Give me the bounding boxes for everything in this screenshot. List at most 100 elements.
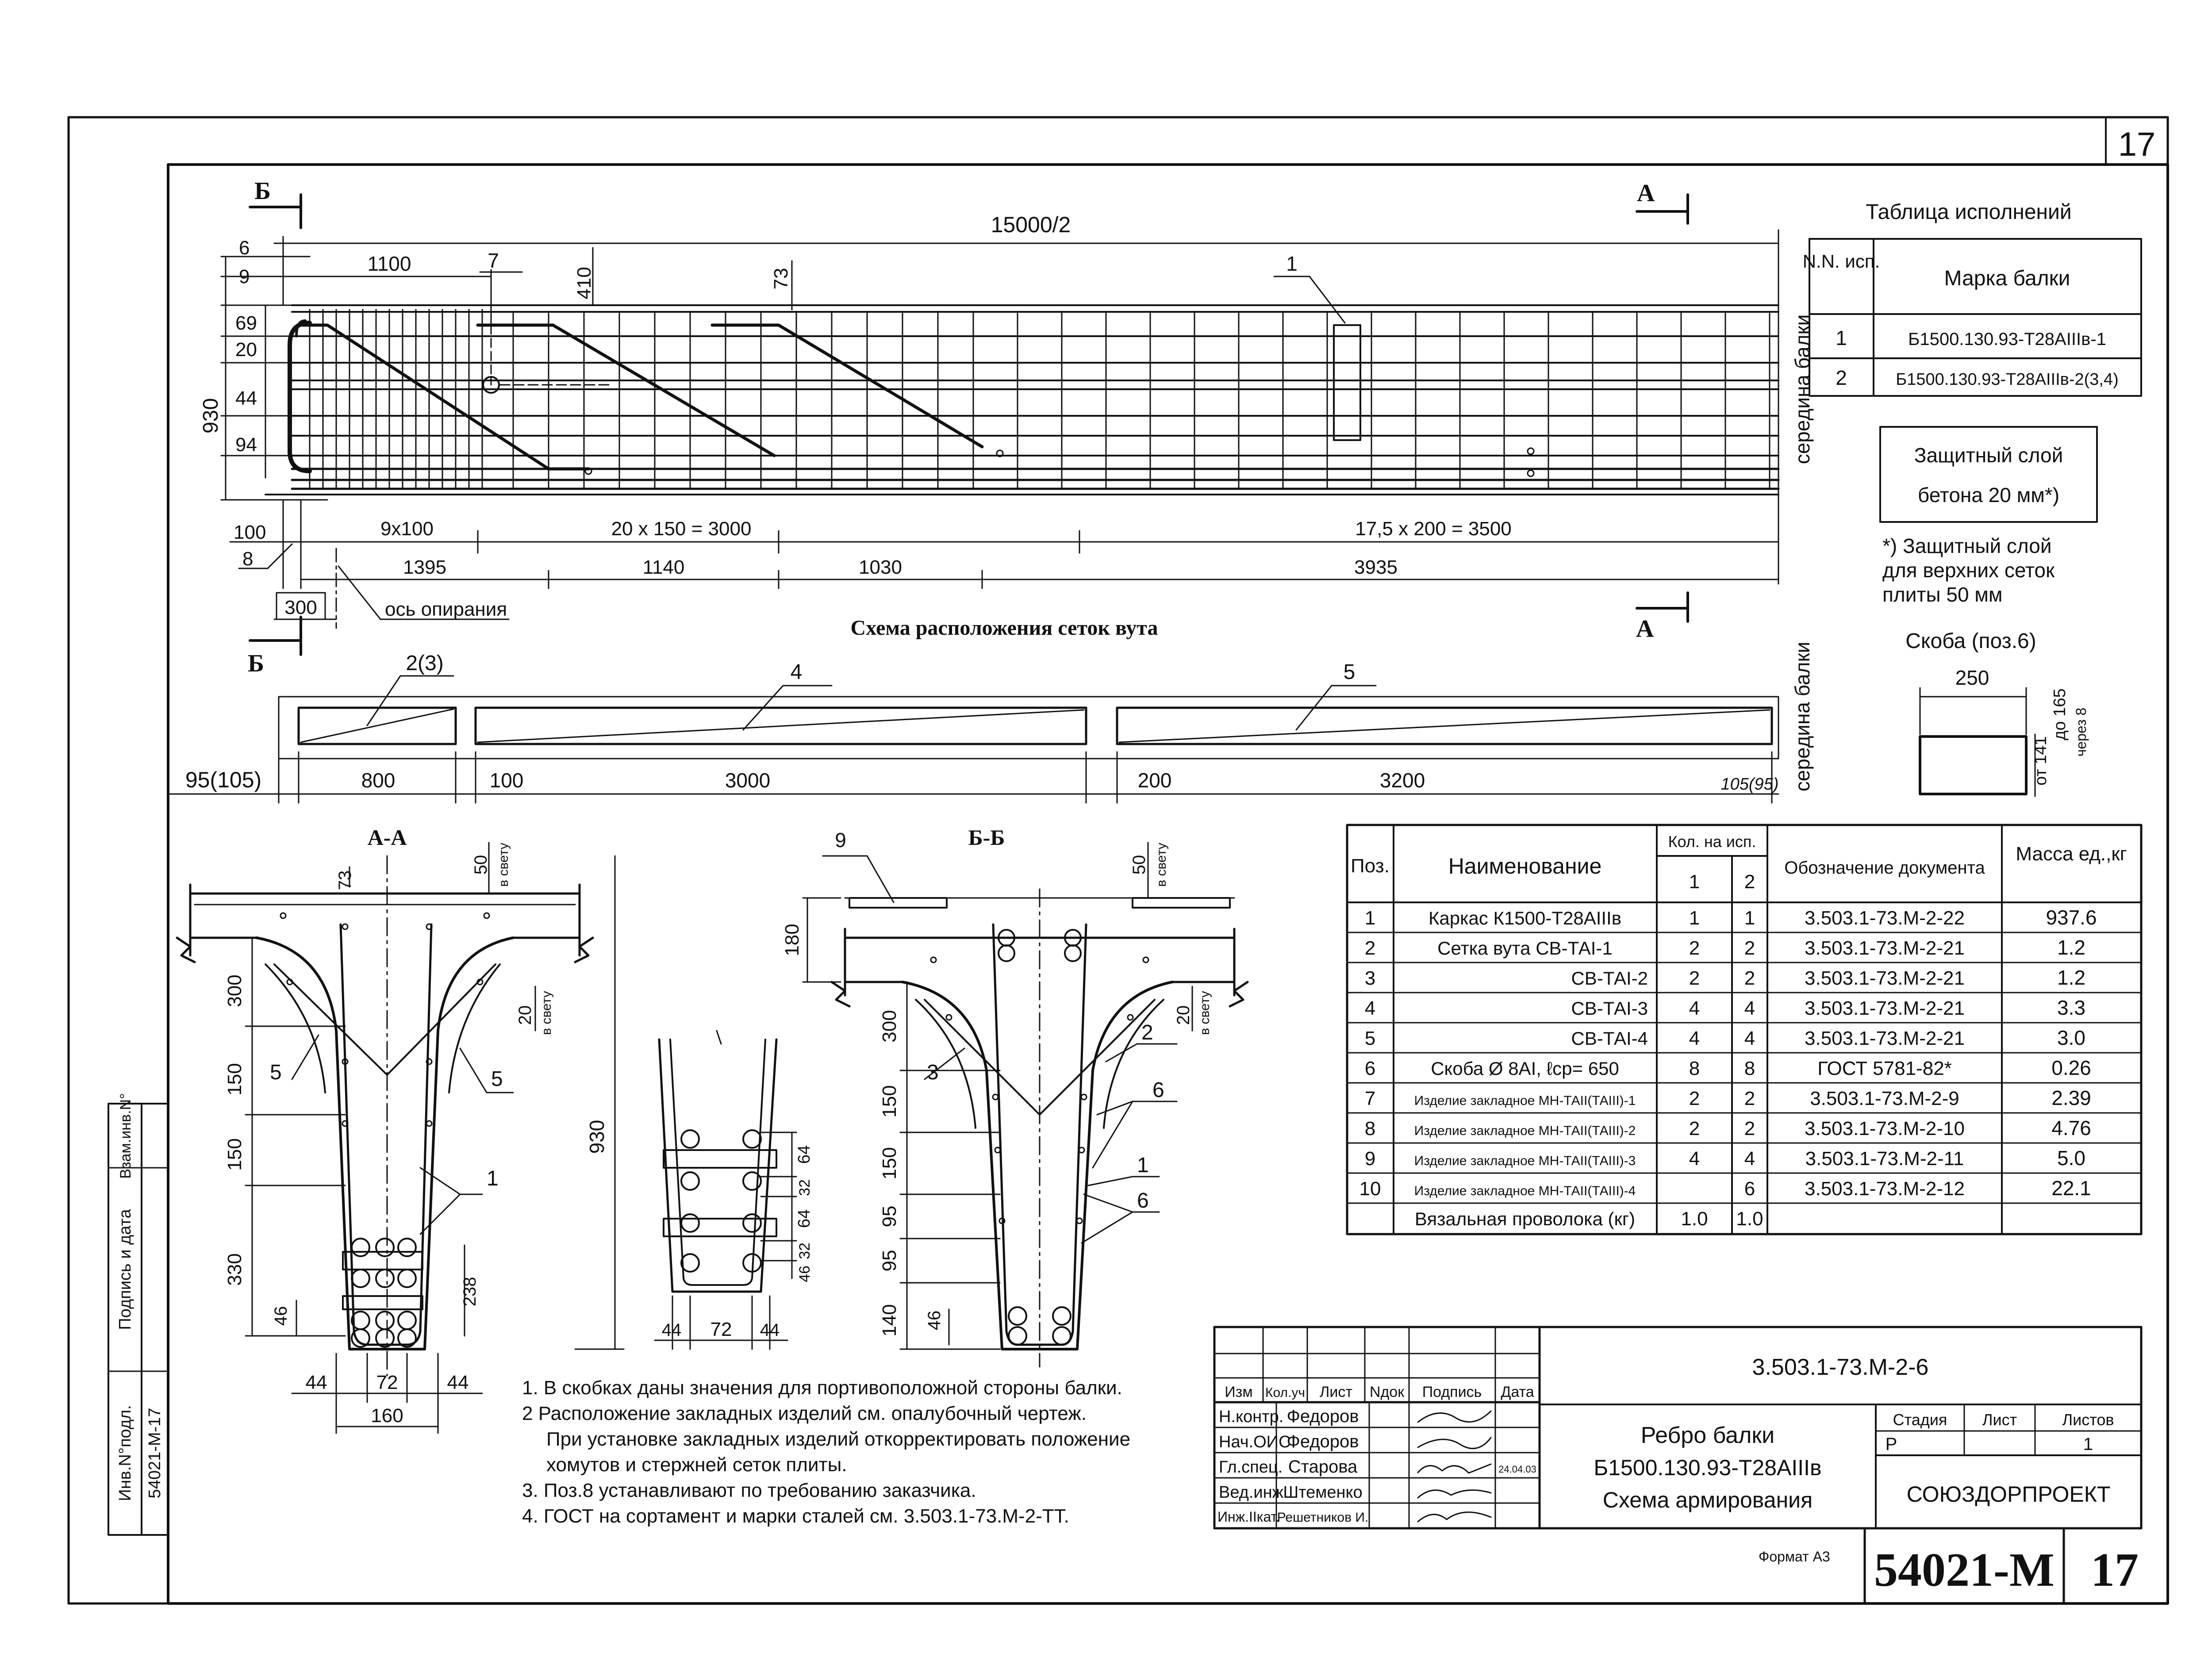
stamp-label-replace: Взам.инв.N° bbox=[117, 1093, 134, 1178]
bb-dim-300: 300 bbox=[879, 1010, 900, 1042]
aa-label-5-left: 5 bbox=[270, 1061, 282, 1084]
spec-cell-q2: 8 bbox=[1744, 1058, 1755, 1079]
tb-role-5: Инж.IIкат. bbox=[1217, 1509, 1280, 1525]
dim-spacing-3: 17,5 x 200 = 3500 bbox=[1355, 518, 1512, 540]
dim-left-6: 6 bbox=[239, 237, 250, 259]
bracket-detail: Скоба (поз.6) 250 от 141 до 165 через 8 bbox=[1905, 629, 2089, 797]
bb-label-3: 3 bbox=[927, 1061, 939, 1084]
tb-header-date: Дата bbox=[1501, 1384, 1534, 1400]
variants-col-no: N.N. исп. bbox=[1803, 251, 1880, 272]
spec-cell-q1: 2 bbox=[1689, 937, 1700, 959]
spec-cell-mass: 3.3 bbox=[2057, 996, 2085, 1019]
tb-name-2: Федоров bbox=[1286, 1432, 1359, 1451]
detail-dim-64-a: 64 bbox=[795, 1145, 814, 1164]
spec-cell-name: Сетка вута СВ-ТАI-1 bbox=[1437, 938, 1613, 959]
sheet-frame bbox=[67, 116, 2169, 1605]
mesh-label-5: 5 bbox=[1344, 660, 1356, 684]
tb-name-5: Решетников И. bbox=[1277, 1510, 1369, 1525]
sheet-number-corner: 17 bbox=[2118, 126, 2156, 163]
spec-cell-pos: 9 bbox=[1365, 1148, 1375, 1170]
spec-cell-q2: 2 bbox=[1744, 967, 1755, 989]
bb-label-6-top: 6 bbox=[1152, 1078, 1164, 1102]
mesh-scheme-title: Схема расположения сеток вута bbox=[851, 616, 1158, 640]
title-block: Изм Кол.уч Лист Nдок Подпись Дата Н.конт… bbox=[1213, 1326, 2143, 1605]
spec-cell-name: Вязальная проволока (кг) bbox=[1415, 1208, 1635, 1229]
section-bb-title: Б-Б bbox=[968, 825, 1005, 850]
section-mark-b-bottom: Б bbox=[248, 650, 264, 677]
dim-seg-3935: 3935 bbox=[1354, 556, 1398, 578]
variants-row-1-no: 1 bbox=[1836, 326, 1847, 349]
spec-cell-doc: 3.503.1-73.М-2-12 bbox=[1805, 1178, 1965, 1200]
spec-cell-q1: 2 bbox=[1689, 967, 1700, 989]
beam-elevation: Б Б А А 15000/2 1100 410 73 7 1 bbox=[199, 177, 1814, 677]
note-2-cont-1: При установке закладных изделий откоррек… bbox=[546, 1428, 1130, 1450]
spec-cell-name: Изделие закладное МН-ТАII(ТАIII)-3 bbox=[1414, 1154, 1636, 1168]
section-mark-b-top: Б bbox=[254, 177, 271, 205]
aa-dim-72: 72 bbox=[376, 1372, 398, 1393]
note-2: 2 Расположение закладных изделий см. опа… bbox=[522, 1403, 1087, 1424]
mesh-dim-105-95: 105(95) bbox=[1721, 775, 1779, 794]
spec-cell-pos: 3 bbox=[1365, 967, 1375, 989]
label-pos-1: 1 bbox=[1286, 252, 1298, 275]
dim-bottom-100: 100 bbox=[234, 522, 266, 543]
tb-name-1: Федоров bbox=[1286, 1407, 1359, 1426]
bracket-title: Скоба (поз.6) bbox=[1905, 629, 2036, 653]
tb-stage-value: Р bbox=[1886, 1435, 1897, 1454]
variants-row-2-no: 2 bbox=[1836, 366, 1847, 389]
dim-left-9: 9 bbox=[239, 266, 250, 288]
spec-cell-doc: 3.503.1-73.М-2-21 bbox=[1805, 997, 1965, 1019]
aa-dim-930: 930 bbox=[585, 1120, 608, 1154]
spec-cell-name: Каркас К1500-Т28АIIIв bbox=[1429, 908, 1621, 928]
spec-cell-mass: 22.1 bbox=[2051, 1177, 2091, 1200]
aa-label-1: 1 bbox=[487, 1167, 499, 1190]
tb-sheet-number: 17 bbox=[2091, 1544, 2139, 1596]
dim-left-94: 94 bbox=[235, 434, 257, 456]
spec-cell-q1: 1.0 bbox=[1681, 1208, 1708, 1230]
dim-spacing-2: 20 x 150 = 3000 bbox=[611, 518, 752, 540]
stamp-inv-value: 54021-М-17 bbox=[146, 1408, 164, 1499]
midspan-label-elevation: середина балки bbox=[1791, 315, 1814, 464]
midspan-label-mesh: середина балки bbox=[1791, 642, 1814, 792]
general-notes: 1. В скобках даны значения для портивопо… bbox=[522, 1377, 1130, 1527]
stamp-label-inv: Инв.N°подл. bbox=[116, 1405, 134, 1501]
bb-dim-95-b: 95 bbox=[879, 1250, 900, 1272]
spec-header-doc: Обозначение документа bbox=[1784, 858, 1985, 878]
stamp-label-sign: Подпись и дата bbox=[116, 1208, 134, 1330]
dim-height-930: 930 bbox=[199, 398, 223, 433]
spec-header-pos: Поз. bbox=[1351, 855, 1390, 877]
bb-dim-150-a: 150 bbox=[879, 1085, 900, 1117]
spec-cell-doc: 3.503.1-73.М-2-11 bbox=[1805, 1148, 1964, 1170]
dim-spacing-1: 9x100 bbox=[380, 518, 434, 540]
spec-cell-q1: 4 bbox=[1689, 997, 1700, 1019]
spec-cell-mass: 2.39 bbox=[2051, 1086, 2091, 1109]
spec-cell-pos: 1 bbox=[1365, 907, 1375, 929]
bracket-width: 250 bbox=[1955, 666, 1989, 689]
label-pos-7: 7 bbox=[488, 249, 499, 272]
spec-cell-q2: 4 bbox=[1744, 997, 1755, 1019]
dim-left-20: 20 bbox=[235, 339, 257, 361]
aa-dim-20: 20 bbox=[515, 1005, 535, 1025]
spec-cell-q1: 2 bbox=[1689, 1088, 1700, 1109]
spec-cell-mass: 937.6 bbox=[2046, 906, 2097, 929]
tb-role-2: Нач.ОИС bbox=[1219, 1433, 1290, 1451]
aa-dim-50: 50 bbox=[471, 855, 491, 875]
spec-cell-q2: 1 bbox=[1744, 907, 1755, 929]
dim-seg-1140: 1140 bbox=[643, 556, 685, 578]
tb-header-izm: Изм bbox=[1225, 1384, 1252, 1400]
tb-date-mark: 24.04.03 bbox=[1498, 1464, 1536, 1475]
spec-cell-name: Изделие закладное МН-ТАII(ТАIII)-2 bbox=[1414, 1124, 1636, 1138]
spec-cell-mass: 1.2 bbox=[2057, 966, 2085, 989]
mesh-dim-200: 200 bbox=[1138, 769, 1172, 792]
dim-1100: 1100 bbox=[368, 252, 411, 275]
detail-dim-46: 46 bbox=[796, 1266, 813, 1282]
spec-header-name: Наименование bbox=[1448, 854, 1602, 878]
spec-cell-mass: 3.0 bbox=[2057, 1026, 2085, 1049]
mesh-dim-95-105: 95(105) bbox=[185, 767, 261, 792]
spec-cell-mass: 5.0 bbox=[2057, 1147, 2085, 1170]
tb-header-ndok: Nдок bbox=[1370, 1384, 1405, 1400]
spec-cell-pos: 2 bbox=[1365, 937, 1375, 959]
cover-note-3: плиты 50 мм bbox=[1882, 583, 2003, 606]
dim-seg-1395: 1395 bbox=[403, 556, 446, 578]
spec-cell-mass: 0.26 bbox=[2051, 1056, 2091, 1079]
